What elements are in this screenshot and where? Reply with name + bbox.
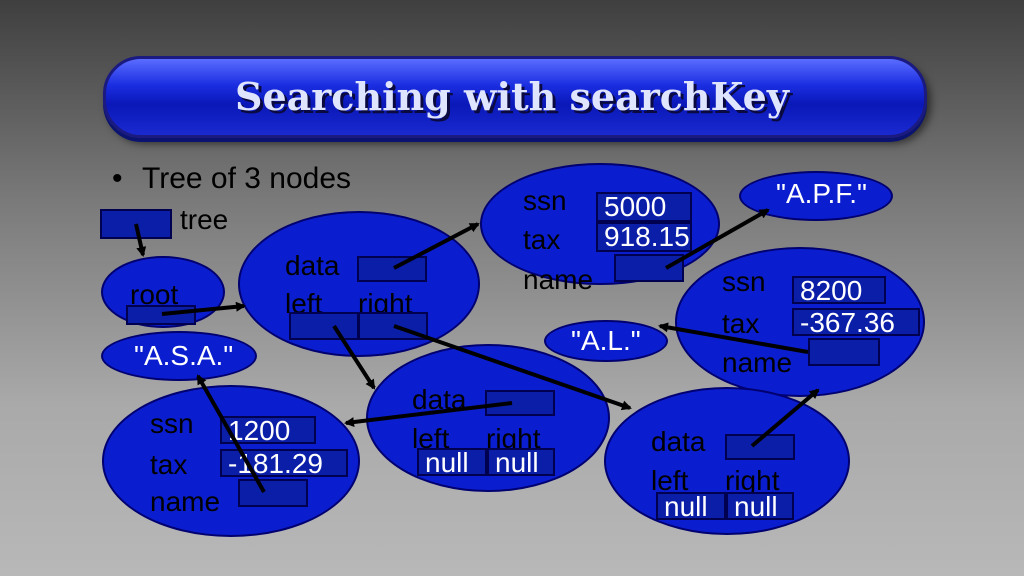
node-left-data-box xyxy=(485,390,555,416)
record-1200-ssn-label: ssn xyxy=(150,408,194,439)
string-al-ellipse xyxy=(544,320,668,362)
root-label: root xyxy=(130,279,179,310)
string-asa-ellipse xyxy=(101,331,257,381)
record-1200-name-label: name xyxy=(150,486,221,517)
bullet-dot-icon: • xyxy=(112,162,123,195)
arrow-8200-name-to-al xyxy=(658,322,809,354)
bullet-item: • Tree of 3 nodes xyxy=(112,162,351,196)
arrow-node-data-to-5000 xyxy=(393,222,480,270)
slide-title: Searching with searchKey xyxy=(235,74,789,119)
node-left-right-label: right xyxy=(486,423,541,454)
arrow-5000-name-to-apf xyxy=(665,208,770,270)
node-right-data-label: data xyxy=(651,426,706,457)
record-5000-ssn-value: 5000 xyxy=(596,192,692,222)
record-8200-tax-value: -367.36 xyxy=(792,308,920,337)
record-5000-name-box xyxy=(614,254,684,282)
node-root-data-label: data xyxy=(285,250,340,281)
root-ellipse xyxy=(101,256,225,328)
node-right-right-null: null xyxy=(726,492,794,521)
node-root-data-box xyxy=(357,256,427,282)
record-5000-name-label: name xyxy=(523,264,594,295)
record-1200-name-box xyxy=(238,479,308,507)
record-8200-tax-label: tax xyxy=(722,308,760,339)
arrow-node-left-to-child xyxy=(332,324,376,390)
node-left-left-label: left xyxy=(412,423,450,454)
string-al: "A.L." xyxy=(571,325,641,356)
record-8200-name-label: name xyxy=(722,347,793,378)
arrow-root-to-node xyxy=(161,301,246,316)
tree-label: tree xyxy=(180,204,229,235)
arrow-1200-name-to-asa xyxy=(196,374,266,493)
record-5000-tax-label: tax xyxy=(523,224,561,255)
record-8200-ssn-label: ssn xyxy=(722,266,766,297)
node-right-right-label: right xyxy=(725,465,780,496)
bullet-text: Tree of 3 nodes xyxy=(142,162,352,195)
node-root-left-box xyxy=(289,312,359,340)
node-right-left-label: left xyxy=(651,465,689,496)
node-left-right-null: null xyxy=(487,448,555,477)
arrow-tree-to-root xyxy=(134,223,147,257)
arrow-left-data-to-1200 xyxy=(344,401,513,428)
record-5000-ssn-label: ssn xyxy=(523,185,567,216)
arrow-right-data-to-8200 xyxy=(750,388,820,448)
title-banner xyxy=(103,56,927,138)
node-right-left-null: null xyxy=(656,492,726,521)
node-left-left-null: null xyxy=(417,448,487,477)
string-apf: "A.P.F." xyxy=(776,178,867,209)
arrow-node-right-to-child xyxy=(393,324,632,411)
record-8200-name-box xyxy=(808,338,880,366)
record-8200-ssn-value: 8200 xyxy=(792,276,886,305)
root-pointer-box xyxy=(126,305,196,325)
string-asa: "A.S.A." xyxy=(134,340,234,371)
record-5000-tax-value: 918.15 xyxy=(596,222,692,252)
record-1200-tax-label: tax xyxy=(150,449,188,480)
